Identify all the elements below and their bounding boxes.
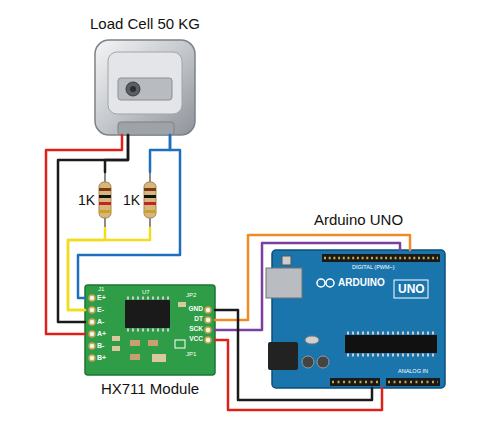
node-title: 1K (78, 192, 95, 208)
wire (58, 135, 128, 322)
ic-chip (125, 300, 170, 328)
power-jack (268, 342, 298, 370)
ic-legs (127, 329, 169, 332)
ic-legs (127, 297, 169, 300)
microcontroller (345, 335, 437, 353)
wire (215, 310, 372, 400)
resistor-band (144, 210, 156, 213)
resistor-band (144, 188, 156, 191)
ic-legs (347, 332, 435, 335)
silkscreen-label: JP2 (186, 292, 196, 298)
silkscreen-label: DIGITAL (PWM~) (352, 265, 395, 271)
smd-part (130, 340, 140, 346)
resistor-band (99, 195, 111, 198)
brand-logo-text: ARDUINO (338, 278, 385, 288)
resistor-symbol (144, 172, 156, 228)
node-title: 1K (123, 192, 140, 208)
header-pins (324, 257, 438, 260)
load-cell: Load Cell 50 KG (95, 40, 195, 135)
node-title: HX711 Module (101, 380, 199, 397)
wire (215, 235, 410, 320)
pin-label: B- (97, 342, 104, 349)
load-cell-body (95, 40, 195, 135)
pin-label: A+ (97, 330, 106, 337)
resistor-band (99, 202, 111, 205)
pin-label: DT (194, 316, 203, 323)
silkscreen-label: J1 (98, 286, 104, 292)
wire (150, 135, 170, 172)
resistor-band (99, 188, 111, 191)
cable-exit (118, 122, 174, 135)
silkscreen-label: JP1 (186, 351, 196, 357)
pin-label: E+ (97, 294, 106, 301)
pin-label: SCK (189, 326, 203, 333)
crystal (305, 336, 319, 344)
wire (215, 340, 382, 410)
pcb (85, 285, 215, 375)
smd-part (178, 302, 186, 307)
resistor-band (144, 195, 156, 198)
jumper-outline (175, 340, 185, 348)
pin-label: B+ (97, 354, 106, 361)
load-cell-frame (108, 52, 182, 114)
wire (215, 243, 400, 330)
resistor: 1K (121, 172, 157, 228)
usb-port (266, 268, 302, 298)
resistor-band (99, 210, 111, 213)
load-cell-hole-inner (130, 86, 136, 92)
hx711-board-drawing (85, 285, 215, 375)
ic-legs (347, 354, 435, 357)
header-pins (332, 381, 378, 384)
logo (317, 279, 334, 287)
power-header (330, 378, 380, 386)
wire (78, 135, 180, 298)
smd-part (148, 340, 158, 346)
digital-header (322, 254, 440, 262)
silkscreen-label: ANALOG IN (398, 369, 428, 375)
silkscreen-label: U7 (142, 289, 150, 295)
smd-part (112, 346, 120, 351)
load-cell-drawing (95, 40, 195, 135)
arduino-board-drawing (266, 250, 445, 388)
resistor-band (144, 202, 156, 205)
resistor: 1K (76, 172, 112, 228)
node-title: Arduino UNO (314, 211, 403, 228)
pin-label: VCC (189, 336, 203, 343)
capacitor (302, 356, 314, 368)
smd-part (130, 354, 140, 360)
pin-pads (89, 295, 211, 361)
node-title: Load Cell 50 KG (90, 15, 200, 32)
load-cell-beam (118, 78, 172, 100)
smd-part (112, 336, 120, 341)
arduino-board: Arduino UNO (272, 250, 445, 388)
pin-label: A- (97, 318, 104, 325)
pin-label: E- (97, 306, 104, 313)
resistor-body (144, 182, 156, 218)
model-name: UNO (398, 283, 425, 295)
resistor-body (99, 182, 111, 218)
model-box (394, 280, 428, 298)
load-cell-hole (126, 82, 140, 96)
resistor-symbol (99, 172, 111, 228)
pin-label: GND (189, 306, 203, 313)
capacitor (317, 356, 329, 368)
reset-button (282, 256, 291, 265)
wire (105, 135, 128, 172)
header-pins (388, 381, 438, 384)
analog-header (386, 378, 440, 386)
smd-part (152, 354, 166, 362)
